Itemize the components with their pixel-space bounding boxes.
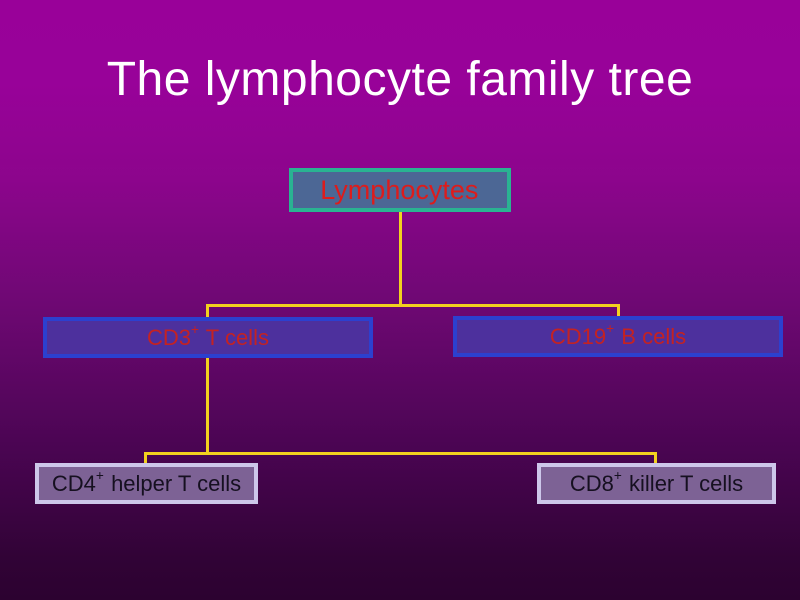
node-lymphocytes: Lymphocytes: [289, 168, 511, 212]
node-cd4-label: CD4+ helper T cells: [51, 468, 242, 496]
node-cd3-label: CD3+ T cells: [147, 322, 269, 350]
connector-stub-cd3: [206, 304, 209, 318]
connector-stub-cd8: [654, 452, 657, 465]
node-cd8-killer-t-cells: CD8+ killer T cells: [537, 463, 776, 504]
connector-stub-cd4: [144, 452, 147, 465]
connector-stub-cd19: [617, 304, 620, 318]
node-cd4-helper-t-cells: CD4+ helper T cells: [35, 463, 258, 504]
connector-cd3-stem: [206, 357, 209, 455]
connector-level2-crossbar: [206, 304, 620, 307]
node-lymphocytes-label: Lymphocytes: [320, 174, 479, 205]
connector-root-stem: [399, 211, 402, 307]
node-cd3-t-cells: CD3+ T cells: [43, 317, 373, 358]
node-cd19-b-cells: CD19+ B cells: [453, 316, 783, 357]
connector-level3-crossbar: [144, 452, 657, 455]
slide-title: The lymphocyte family tree: [106, 53, 694, 106]
node-cd19-label: CD19+ B cells: [549, 321, 687, 349]
node-cd8-label: CD8+ killer T cells: [569, 468, 744, 496]
